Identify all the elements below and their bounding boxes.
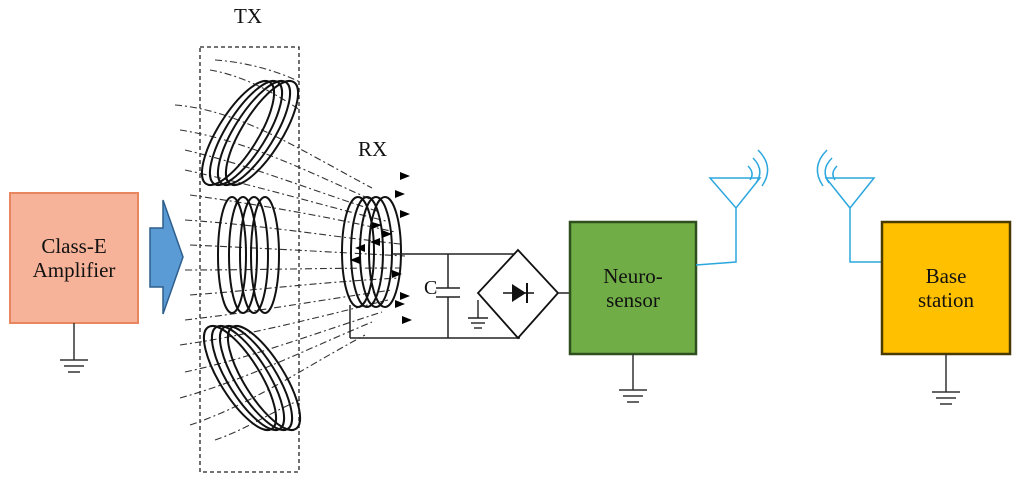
capacitor-icon: [436, 287, 460, 298]
tx-coil-top: [200, 80, 300, 186]
base-station-block: [880, 220, 1012, 356]
rx-label: RX: [358, 137, 388, 161]
tx-coil-bottom: [202, 325, 302, 431]
neurosensor-label: Neuro- sensor: [570, 222, 696, 354]
ground-icon: [619, 354, 647, 403]
amplifier-label-line2: Amplifier: [32, 258, 116, 282]
tx-label: TX: [234, 4, 262, 28]
neurosensor-label-line2: sensor: [606, 288, 660, 312]
ground-icon: [468, 300, 488, 329]
antenna-icon: [695, 149, 769, 266]
ground-icon: [60, 323, 88, 373]
diode-bridge-icon: [476, 248, 560, 340]
tx-coil-middle: [217, 196, 280, 314]
antenna-icon: [816, 149, 882, 263]
base-station-label-line2: station: [918, 288, 974, 312]
rx-coil: [341, 196, 402, 308]
rx-wiring: [349, 253, 520, 339]
ground-icon: [932, 354, 960, 405]
base-station-label: Base station: [882, 222, 1010, 354]
neurosensor-block: [568, 220, 698, 356]
amplifier-label: Class-E Amplifier: [10, 193, 138, 323]
capacitor-label: C: [424, 277, 438, 299]
amplifier-label-line1: Class-E: [41, 234, 107, 258]
base-station-label-line1: Base: [925, 264, 967, 288]
amplifier-block: [9, 192, 139, 324]
tx-enclosure: [199, 46, 300, 473]
field-arrowheads: [350, 172, 412, 324]
neurosensor-label-line1: Neuro-: [603, 264, 663, 288]
power-arrow-icon: [149, 199, 184, 315]
